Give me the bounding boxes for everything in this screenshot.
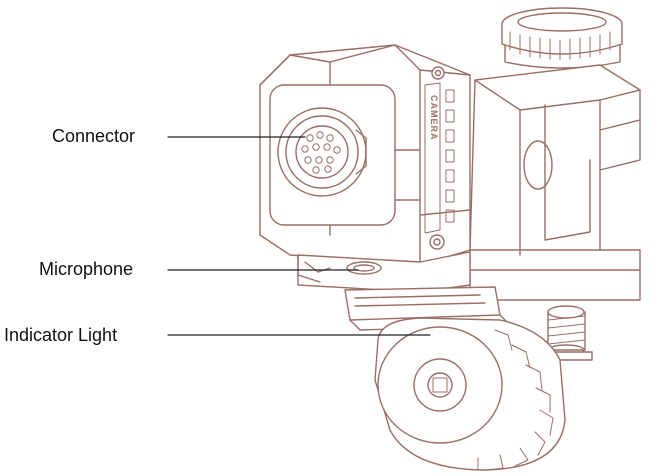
indicator-light-label: Indicator Light xyxy=(4,325,118,345)
microphone-hole xyxy=(346,261,382,275)
bottom-knob xyxy=(374,317,566,471)
connector-port xyxy=(277,107,367,197)
leader-lines xyxy=(167,136,431,336)
housing-screw xyxy=(429,234,445,250)
clamp-bracket xyxy=(469,64,641,301)
top-screw xyxy=(431,66,445,80)
microphone-label: Microphone xyxy=(39,259,134,279)
top-knob xyxy=(501,7,623,69)
vent-slots xyxy=(424,82,455,234)
brand-text: CAMERA xyxy=(429,95,439,141)
connector-label: Connector xyxy=(52,126,136,146)
lower-plate xyxy=(297,251,471,293)
connector-pins xyxy=(301,131,341,174)
